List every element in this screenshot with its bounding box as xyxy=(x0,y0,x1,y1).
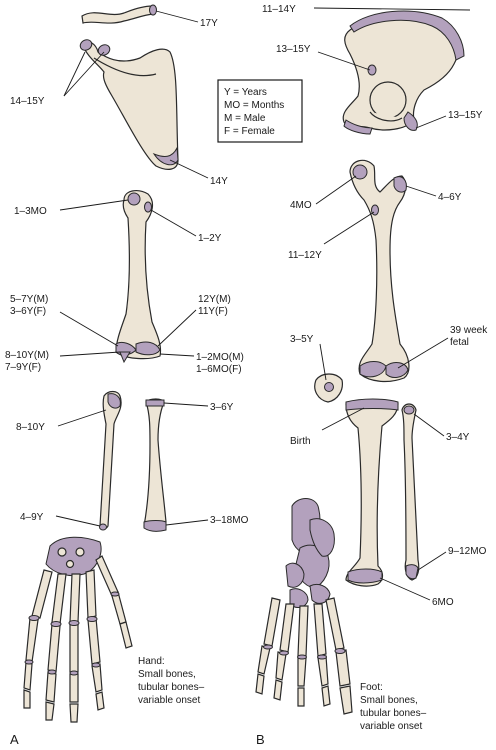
tibia-distal-leader xyxy=(379,577,431,601)
humerus-medial-leader xyxy=(59,311,119,347)
radius-proximal-label: 3–6Y xyxy=(210,402,234,413)
femur-distal-label-2: fetal xyxy=(450,337,469,348)
hand-note-line-3: tubular bones– xyxy=(138,682,205,693)
ulna-distal-leader xyxy=(55,515,101,527)
femur-lesser-trochanter-label: 11–12Y xyxy=(288,250,322,261)
hand-note-line-4: variable onset xyxy=(138,695,200,706)
fibula-proximal-label: 3–4Y xyxy=(446,432,470,443)
pelvis-ischium-label: 13–15Y xyxy=(448,110,483,121)
femur xyxy=(349,159,410,383)
hand xyxy=(23,536,133,723)
ulna-proximal-leader xyxy=(57,409,107,427)
radius-distal-label: 3–18MO xyxy=(210,515,249,526)
legend-months: MO = Months xyxy=(224,100,284,111)
patella xyxy=(314,373,343,403)
humerus-tuberosity-leader xyxy=(150,209,197,237)
fibula-distal-label: 9–12MO xyxy=(448,546,487,557)
ulna-distal-label: 4–9Y xyxy=(20,512,44,523)
humerus-trochlea-f-label: 7–9Y(F) xyxy=(5,362,41,373)
ulna xyxy=(99,390,122,531)
clavicle-leader xyxy=(155,10,199,23)
hand-note-line-1: Hand: xyxy=(138,656,165,667)
humerus-medial-f-label: 3–6Y(F) xyxy=(10,306,46,317)
humerus-lateral-f-label: 11Y(F) xyxy=(198,306,228,317)
humerus xyxy=(115,190,162,364)
scapula-border-label: 14Y xyxy=(210,176,228,187)
humerus-trochlea-m-label: 8–10Y(M) xyxy=(5,350,49,361)
humerus-lateral-leader xyxy=(157,309,197,347)
pelvis-crest-label: 11–14Y xyxy=(262,4,296,15)
foot-note-line-2: Small bones, xyxy=(360,695,418,706)
humerus-head-label: 1–3MO xyxy=(14,206,47,217)
fibula-distal-leader xyxy=(417,551,447,571)
foot-note-line-1: Foot: xyxy=(360,682,383,693)
foot-note-line-3: tubular bones– xyxy=(360,708,427,719)
femur-greater-trochanter-leader xyxy=(405,185,437,197)
scapula xyxy=(79,39,179,170)
fibula-proximal-leader xyxy=(413,413,445,437)
scapula-coracoid-leader-1 xyxy=(63,51,86,97)
patella-label: 3–5Y xyxy=(290,334,314,345)
panel-a-label: A xyxy=(10,732,19,747)
scapula-coracoid-leader-2 xyxy=(63,51,105,97)
panel-b-label: B xyxy=(256,732,265,747)
pelvis-acetabulum-leader xyxy=(317,51,371,71)
fibula xyxy=(401,403,420,581)
legend: Y = Years MO = Months M = Male F = Femal… xyxy=(217,79,303,143)
femur-lesser-trochanter-leader xyxy=(323,211,375,245)
pelvis-acetabulum-label: 13–15Y xyxy=(276,44,311,55)
pelvis-crest-leader xyxy=(313,7,471,11)
legend-years: Y = Years xyxy=(224,87,267,98)
humerus-trochlea-leader xyxy=(59,351,121,357)
legend-male: M = Male xyxy=(224,113,266,124)
femur-greater-trochanter-label: 4–6Y xyxy=(438,192,462,203)
tibia xyxy=(345,398,399,587)
humerus-medial-m-label: 5–7Y(M) xyxy=(10,294,48,305)
foot xyxy=(255,498,353,715)
radius-distal-leader xyxy=(165,519,209,526)
clavicle-label: 17Y xyxy=(200,18,218,29)
pelvis-ischium-leader xyxy=(415,115,447,129)
tibia-proximal-leader xyxy=(321,407,365,431)
ulna-proximal-label: 8–10Y xyxy=(16,422,45,433)
radius xyxy=(143,398,167,532)
femur-distal-label: 39 week xyxy=(450,325,488,336)
radius-proximal-leader xyxy=(163,402,209,407)
pelvis xyxy=(342,10,465,135)
legend-female: F = Female xyxy=(224,126,275,137)
femur-head-label: 4MO xyxy=(290,200,312,211)
scapula-coracoid-label: 14–15Y xyxy=(10,96,45,107)
hand-note-line-2: Small bones, xyxy=(138,669,196,680)
humerus-capitulum-leader xyxy=(159,353,195,357)
humerus-capitulum-m-label: 1–2MO(M) xyxy=(196,352,244,363)
scapula-border-leader xyxy=(169,159,209,179)
patella-leader xyxy=(319,343,327,381)
humerus-capitulum-f-label: 1–6MO(F) xyxy=(196,364,242,375)
humerus-head-leader xyxy=(59,199,129,211)
clavicle xyxy=(81,4,157,24)
tibia-proximal-label: Birth xyxy=(290,436,311,447)
foot-note-line-4: variable onset xyxy=(360,721,422,732)
femur-head-leader xyxy=(315,175,357,205)
humerus-tuberosity-label: 1–2Y xyxy=(198,233,222,244)
femur-distal-leader xyxy=(397,337,449,369)
tibia-distal-label: 6MO xyxy=(432,597,454,608)
humerus-lateral-m-label: 12Y(M) xyxy=(198,294,231,305)
